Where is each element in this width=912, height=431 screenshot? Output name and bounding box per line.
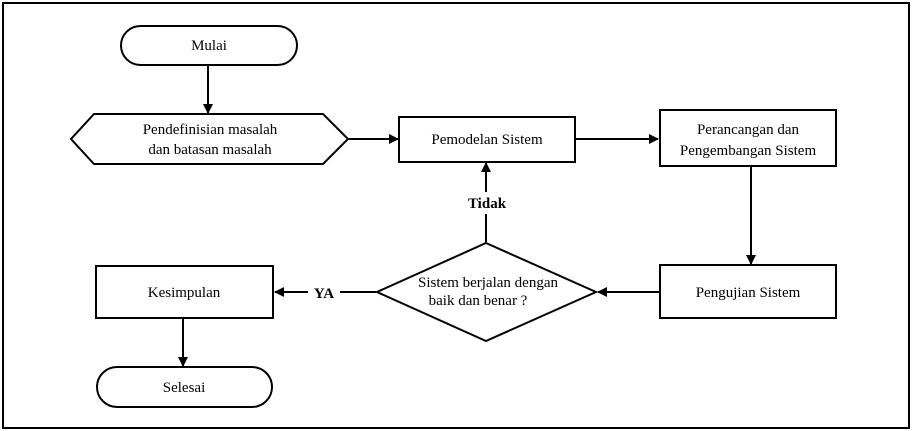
node-pemodelan [398, 116, 576, 163]
ya-label-bg [308, 283, 340, 301]
node-pendefinisian-line2: dan batasan masalah [148, 142, 272, 158]
node-pendefinisian-line1: Pendefinisian masalah [143, 122, 278, 138]
node-perancangan-line2: Pengembangan Sistem [680, 143, 817, 159]
edge-label-tidak: Tidak [468, 196, 507, 212]
node-pengujian [659, 264, 837, 319]
node-mulai [120, 25, 298, 66]
node-mulai-label: Mulai [191, 38, 227, 54]
node-selesai [96, 366, 273, 408]
node-pengujian-label: Pengujian Sistem [696, 285, 801, 301]
edge-label-ya: YA [314, 286, 334, 302]
node-kesimpulan [95, 265, 274, 319]
node-perancangan [659, 109, 837, 167]
node-pendefinisian [69, 113, 350, 165]
node-selesai-label: Selesai [163, 380, 206, 396]
node-keputusan-line2: baik dan benar ? [429, 293, 528, 309]
node-keputusan [374, 241, 599, 343]
node-pemodelan-label: Pemodelan Sistem [431, 132, 543, 148]
tidak-label-bg [462, 192, 512, 214]
node-keputusan-line1: Sistem berjalan dengan [418, 275, 558, 291]
node-kesimpulan-label: Kesimpulan [148, 285, 221, 301]
node-perancangan-line1: Perancangan dan [697, 122, 800, 138]
